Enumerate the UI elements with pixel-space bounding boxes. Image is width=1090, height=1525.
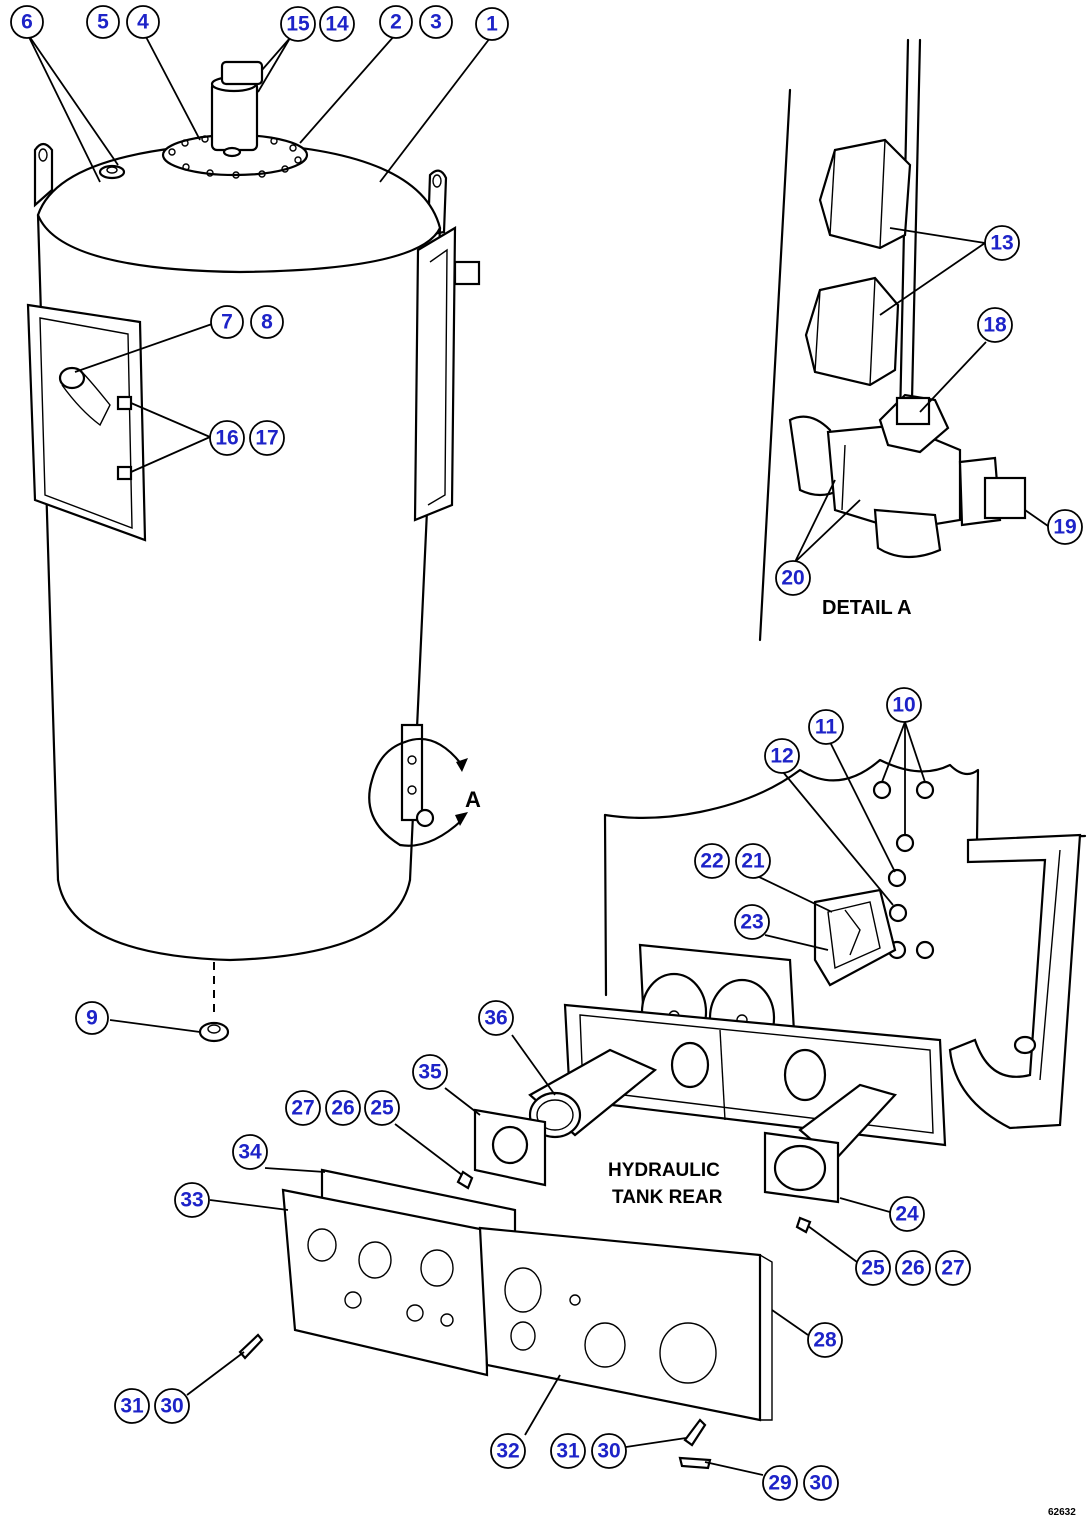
callout-33: 33 [174, 1182, 210, 1218]
callout-26b-label: 26 [901, 1257, 924, 1280]
callout-31: 31 [114, 1388, 150, 1424]
callout-20-label: 20 [781, 567, 804, 590]
callout-31b-label: 31 [556, 1440, 580, 1463]
callout-9: 9 [75, 1001, 109, 1035]
callout-9-label: 9 [86, 1007, 98, 1030]
callout-13-label: 13 [990, 232, 1013, 255]
callout-29-label: 29 [768, 1472, 791, 1495]
callout-4-label: 4 [137, 11, 149, 34]
callout-8: 8 [250, 305, 284, 339]
callout-34-label: 34 [238, 1141, 262, 1164]
callout-35-label: 35 [418, 1061, 442, 1084]
callout-33-label: 33 [180, 1189, 203, 1212]
callout-23-label: 23 [740, 911, 763, 934]
callout-3: 3 [419, 5, 453, 39]
callout-30b-label: 30 [597, 1440, 620, 1463]
callout-14: 14 [319, 6, 355, 42]
callout-13: 13 [984, 225, 1020, 261]
callout-14-label: 14 [325, 13, 349, 36]
callout-21: 21 [735, 843, 771, 879]
callout-25: 25 [364, 1090, 400, 1126]
callout-6: 6 [10, 5, 44, 39]
callout-30: 30 [154, 1388, 190, 1424]
callout-27b: 27 [935, 1250, 971, 1286]
callout-30b: 30 [591, 1433, 627, 1469]
callout-25-label: 25 [370, 1097, 394, 1120]
callout-10: 10 [886, 687, 922, 723]
callout-26-label: 26 [331, 1097, 354, 1120]
callout-28: 28 [807, 1322, 843, 1358]
callout-16: 16 [209, 420, 245, 456]
callout-2: 2 [379, 5, 413, 39]
leader-lines [26, 32, 1049, 1476]
callout-27-label: 27 [291, 1097, 314, 1120]
callout-6-label: 6 [21, 11, 33, 34]
callout-21-label: 21 [741, 850, 765, 873]
text-labels: A DETAIL A HYDRAULIC TANK REAR 62632 [465, 597, 1076, 1518]
callout-36: 36 [478, 1000, 514, 1036]
callout-34: 34 [232, 1134, 268, 1170]
callout-30-label: 30 [160, 1395, 183, 1418]
callout-22-label: 22 [700, 850, 723, 873]
callout-25b-label: 25 [861, 1257, 885, 1280]
detail-title: DETAIL A [822, 597, 912, 619]
callout-16-label: 16 [215, 427, 238, 450]
callout-31b: 31 [550, 1433, 586, 1469]
callout-15-label: 15 [286, 13, 310, 36]
drawing-number: 62632 [1048, 1507, 1076, 1518]
hydraulic-tank-rear [238, 758, 1087, 1470]
callout-26: 26 [325, 1090, 361, 1126]
callout-24: 24 [889, 1196, 925, 1232]
callout-11: 11 [808, 709, 844, 745]
callout-18: 18 [977, 307, 1013, 343]
detail-ref-label: A [465, 787, 481, 812]
callout-18-label: 18 [983, 314, 1007, 337]
callout-10-label: 10 [892, 694, 915, 717]
callout-23: 23 [734, 904, 770, 940]
callout-15: 15 [280, 6, 316, 42]
callout-5: 5 [86, 5, 120, 39]
callout-1: 1 [475, 7, 509, 41]
callout-3-label: 3 [430, 11, 442, 34]
callout-12-label: 12 [770, 745, 793, 768]
callout-11-label: 11 [815, 716, 838, 739]
hydraulic-tank [26, 60, 481, 1043]
callout-30c-label: 30 [809, 1472, 832, 1495]
detail-a-view [758, 38, 1027, 642]
callout-36-label: 36 [484, 1007, 507, 1030]
callout-30c: 30 [803, 1465, 839, 1501]
callout-1-label: 1 [486, 13, 498, 36]
callout-5-label: 5 [97, 11, 109, 34]
callout-22: 22 [694, 843, 730, 879]
callout-25b: 25 [855, 1250, 891, 1286]
callout-31-label: 31 [120, 1395, 144, 1418]
callout-7: 7 [210, 305, 244, 339]
callout-27: 27 [285, 1090, 321, 1126]
hydraulic-label-line1: HYDRAULIC [608, 1160, 720, 1181]
callout-4: 4 [126, 5, 160, 39]
callout-bubbles: 6 5 4 15 14 2 3 1 7 8 16 17 9 13 18 19 2… [10, 5, 1083, 1501]
callout-2-label: 2 [390, 11, 402, 34]
callout-20: 20 [775, 560, 811, 596]
callout-19-label: 19 [1053, 516, 1076, 539]
callout-7-label: 7 [221, 311, 233, 334]
callout-27b-label: 27 [941, 1257, 964, 1280]
callout-32-label: 32 [496, 1440, 519, 1463]
callout-17-label: 17 [255, 427, 278, 450]
hydraulic-label-line2: TANK REAR [612, 1187, 723, 1208]
callout-32: 32 [490, 1433, 526, 1469]
callout-17: 17 [249, 420, 285, 456]
callout-29: 29 [762, 1465, 798, 1501]
callout-12: 12 [764, 738, 800, 774]
callout-24-label: 24 [895, 1203, 919, 1226]
callout-19: 19 [1047, 509, 1083, 545]
callout-28-label: 28 [813, 1329, 837, 1352]
callout-8-label: 8 [261, 311, 273, 334]
callout-35: 35 [412, 1054, 448, 1090]
callout-26b: 26 [895, 1250, 931, 1286]
